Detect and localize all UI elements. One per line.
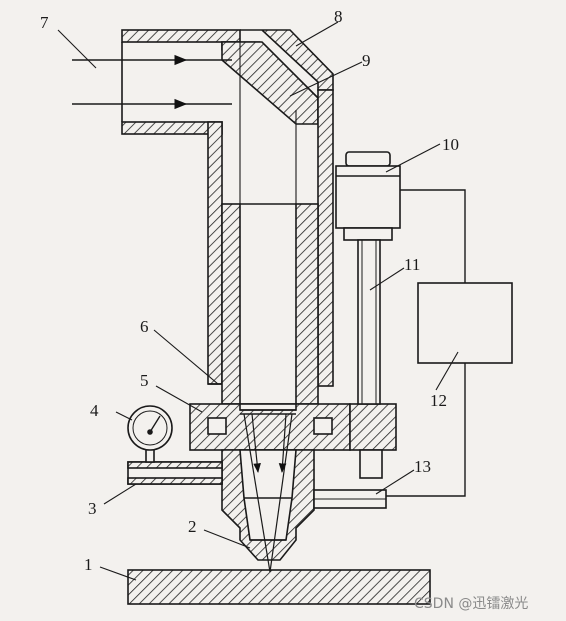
holder-bracket — [349, 403, 397, 451]
label-5: 5 — [140, 371, 149, 390]
label-7: 7 — [40, 13, 49, 32]
label-2: 2 — [188, 517, 197, 536]
label-4: 4 — [90, 401, 99, 420]
gas-inlet-pipe — [127, 461, 223, 485]
label-11: 11 — [404, 255, 420, 274]
label-8: 8 — [334, 7, 343, 26]
outer-tube-right — [317, 89, 334, 387]
outer-tube-left — [207, 121, 223, 385]
label-9: 9 — [362, 51, 371, 70]
control-wiring — [386, 189, 466, 497]
lens-holder — [189, 403, 351, 451]
workpiece — [127, 569, 431, 605]
label-13: 13 — [414, 457, 431, 476]
label-1: 1 — [84, 555, 93, 574]
controller-box — [417, 282, 513, 364]
leader-lines — [57, 21, 459, 581]
label-6: 6 — [140, 317, 149, 336]
mirror-housing — [221, 29, 334, 125]
label-12: 12 — [430, 391, 447, 410]
watermark: CSDN @迅镭激光 — [414, 595, 528, 612]
inner-tube-right — [295, 203, 319, 405]
label-10: 10 — [442, 135, 459, 154]
motor — [335, 151, 401, 241]
drive-rod — [357, 239, 383, 479]
focused-beam — [243, 413, 293, 573]
inner-tube-left — [221, 203, 241, 405]
pressure-gauge — [127, 405, 173, 463]
nozzle — [221, 449, 315, 561]
label-3: 3 — [88, 499, 97, 518]
height-sensor — [313, 489, 387, 509]
